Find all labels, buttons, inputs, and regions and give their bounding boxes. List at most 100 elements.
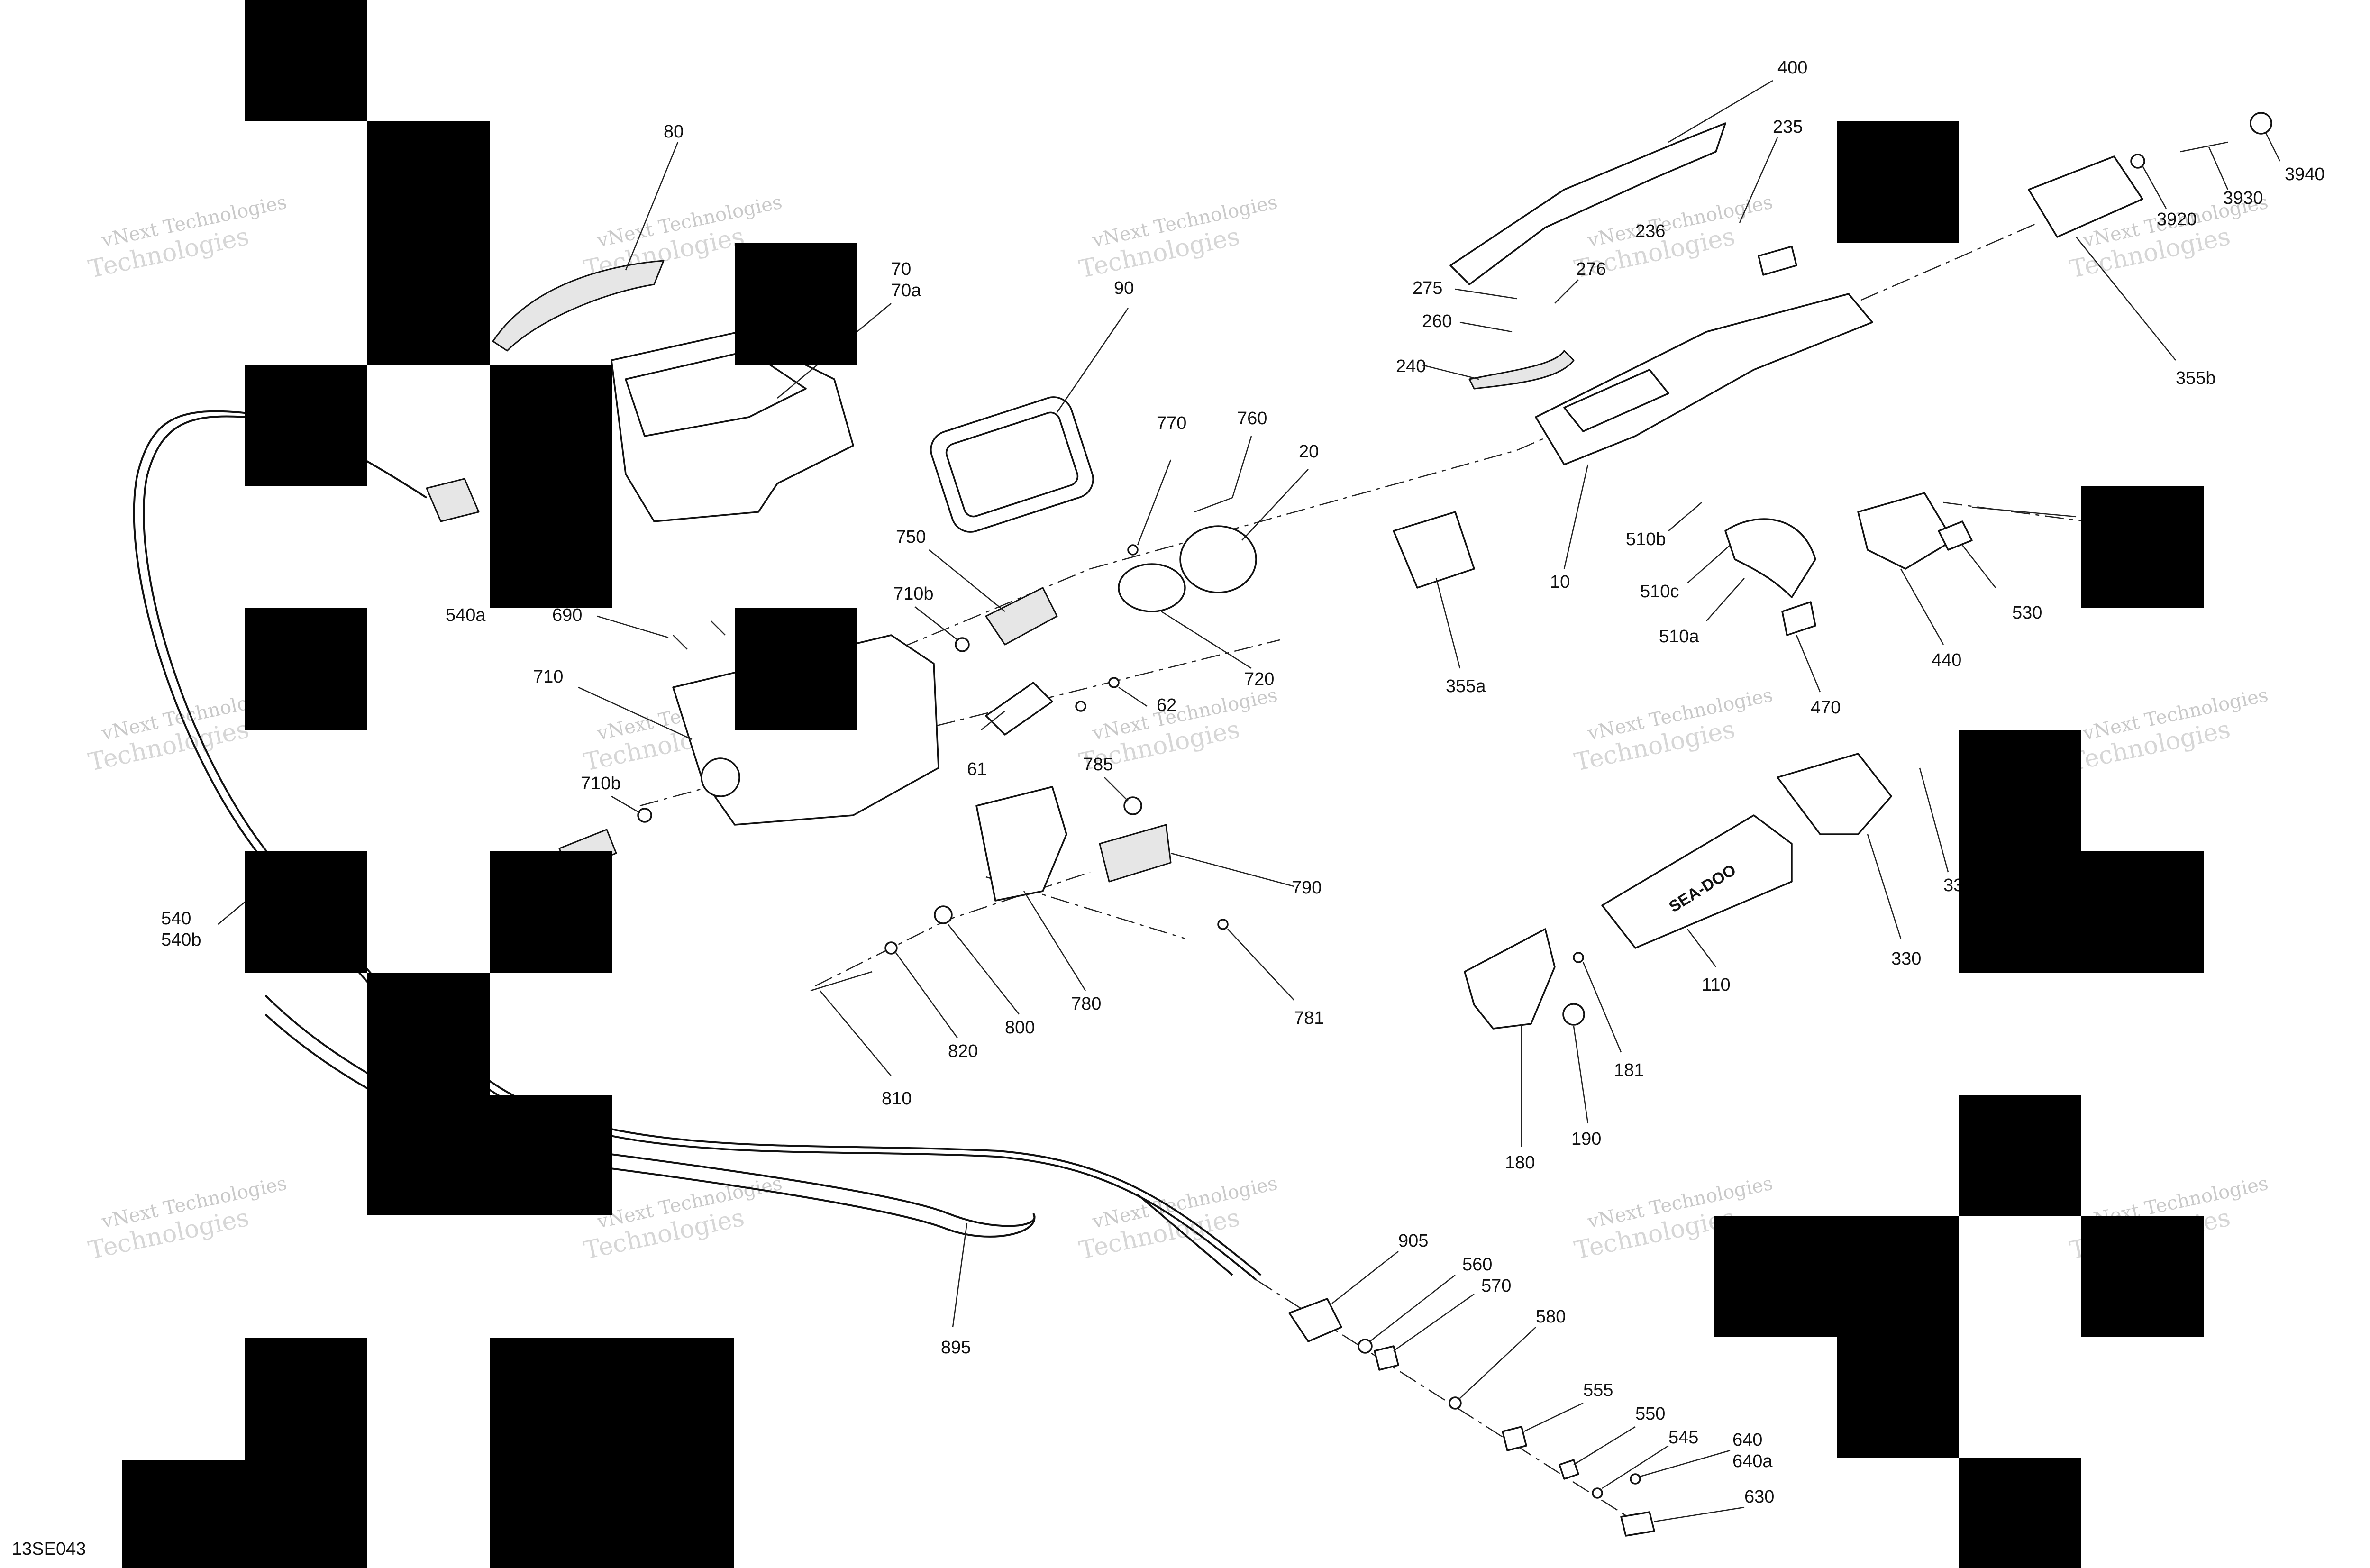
callout-470: 470 xyxy=(1811,698,1841,718)
leader-710b-1 xyxy=(914,606,958,640)
redaction-block xyxy=(1837,1337,1959,1458)
redaction-block xyxy=(122,1460,245,1568)
leader-110 xyxy=(1687,929,1716,967)
callout-905: 905 xyxy=(1398,1231,1428,1251)
leader-90 xyxy=(1056,308,1129,413)
leader-640 xyxy=(1640,1449,1731,1477)
leader-275 xyxy=(1455,288,1517,300)
part-785-knob xyxy=(1123,796,1142,815)
callout-80: 80 xyxy=(664,122,684,142)
part-62-screw xyxy=(1075,701,1086,712)
redaction-block xyxy=(490,1095,612,1215)
part-20-ring xyxy=(1179,525,1257,593)
leader-800 xyxy=(948,924,1020,1015)
part-800-knob xyxy=(934,905,953,924)
redaction-block xyxy=(1959,1095,2081,1216)
redaction-block xyxy=(1837,121,1959,243)
steering-cable-540 xyxy=(133,410,1257,1281)
callout-70a: 70a xyxy=(891,281,921,301)
part-781-nut xyxy=(1217,919,1229,930)
part-905-boot xyxy=(1288,1298,1342,1342)
leader-3920 xyxy=(2142,165,2167,209)
part-3920-washer xyxy=(2130,154,2145,169)
callout-555: 555 xyxy=(1583,1380,1613,1400)
leader-540 xyxy=(218,900,247,925)
leader-80 xyxy=(625,142,679,271)
leader-530 xyxy=(1962,545,1996,588)
callout-240: 240 xyxy=(1396,356,1426,376)
leader-lines xyxy=(218,80,2281,1522)
callout-61: 61 xyxy=(967,759,987,779)
callout-710: 710 xyxy=(533,667,563,687)
leader-355a xyxy=(1435,578,1461,669)
leader-3930 xyxy=(2208,146,2229,190)
throttle-cable xyxy=(1137,1194,1233,1276)
redaction-block xyxy=(2081,486,2204,608)
leader-630 xyxy=(1654,1506,1745,1522)
leader-560 xyxy=(1369,1275,1456,1342)
callout-510b: 510b xyxy=(1626,529,1666,549)
part-545-nut xyxy=(1592,1487,1603,1499)
leader-4 xyxy=(1971,506,2077,518)
part-355b-grip xyxy=(2028,155,2143,238)
part-70-cover-window xyxy=(625,350,807,437)
callout-10: 10 xyxy=(1550,572,1570,592)
redaction-block xyxy=(2081,1216,2204,1337)
callout-90: 90 xyxy=(1114,278,1134,298)
leader-10 xyxy=(1563,464,1589,569)
axis-bolt-810 xyxy=(815,871,1091,987)
part-640-screw xyxy=(1630,1473,1641,1485)
callout-770: 770 xyxy=(1157,413,1186,433)
leader-770 xyxy=(1137,459,1172,546)
leader-790 xyxy=(1170,852,1294,887)
callout-540a: 540a xyxy=(446,605,486,625)
callout-260: 260 xyxy=(1422,311,1452,331)
callout-780: 780 xyxy=(1071,994,1101,1014)
redaction-block xyxy=(245,608,367,730)
part-3930-bolt xyxy=(2180,141,2228,153)
callout-275: 275 xyxy=(1413,278,1442,298)
leader-330 xyxy=(1867,834,1902,939)
callout-580: 580 xyxy=(1536,1307,1566,1327)
part-90-lens-inner xyxy=(945,411,1079,518)
part-236-clip xyxy=(1758,246,1797,276)
leader-785 xyxy=(1104,777,1129,802)
callout-3940: 3940 xyxy=(2285,164,2325,184)
callout-800: 800 xyxy=(1005,1018,1035,1038)
part-555-sleeve xyxy=(1502,1426,1527,1451)
leader-690 xyxy=(597,615,669,638)
leader-235 xyxy=(1739,137,1778,223)
steering-cable-540-inner xyxy=(143,415,1262,1276)
cable-group xyxy=(133,410,1262,1281)
part-780-switch-housing xyxy=(975,786,1067,902)
callout-640: 640 xyxy=(1732,1430,1762,1450)
leader-820 xyxy=(895,952,958,1039)
leader-750 xyxy=(929,549,1005,612)
leader-895 xyxy=(952,1222,968,1328)
callout-895: 895 xyxy=(941,1338,971,1358)
drawing-code: 13SE043 xyxy=(12,1539,86,1559)
redaction-block xyxy=(367,973,490,1215)
callout-640a: 640a xyxy=(1732,1451,1773,1471)
callout-62: 62 xyxy=(1157,695,1176,715)
leader-760 xyxy=(1231,436,1252,498)
part-580-ring xyxy=(1449,1396,1462,1410)
part-570-nut xyxy=(1374,1345,1399,1371)
part-180-cover xyxy=(1464,928,1556,1030)
part-510-clamp xyxy=(1724,518,1816,598)
part-810-bolt xyxy=(810,971,873,992)
callout-540b: 540b xyxy=(161,930,201,950)
axis-right xyxy=(1943,501,2086,522)
part-181-screw xyxy=(1573,952,1584,963)
part-760-pin xyxy=(1194,497,1233,513)
leader-62 xyxy=(1118,686,1148,707)
leader-550 xyxy=(1573,1426,1636,1466)
redaction-block xyxy=(2081,851,2204,973)
callout-530: 530 xyxy=(2012,603,2042,623)
part-80-visor xyxy=(492,260,665,352)
callout-440: 440 xyxy=(1932,650,1961,670)
callout-630: 630 xyxy=(1744,1487,1774,1507)
callout-400: 400 xyxy=(1778,58,1807,78)
part-62-screw xyxy=(1108,677,1120,688)
leader-61 xyxy=(981,711,1005,730)
